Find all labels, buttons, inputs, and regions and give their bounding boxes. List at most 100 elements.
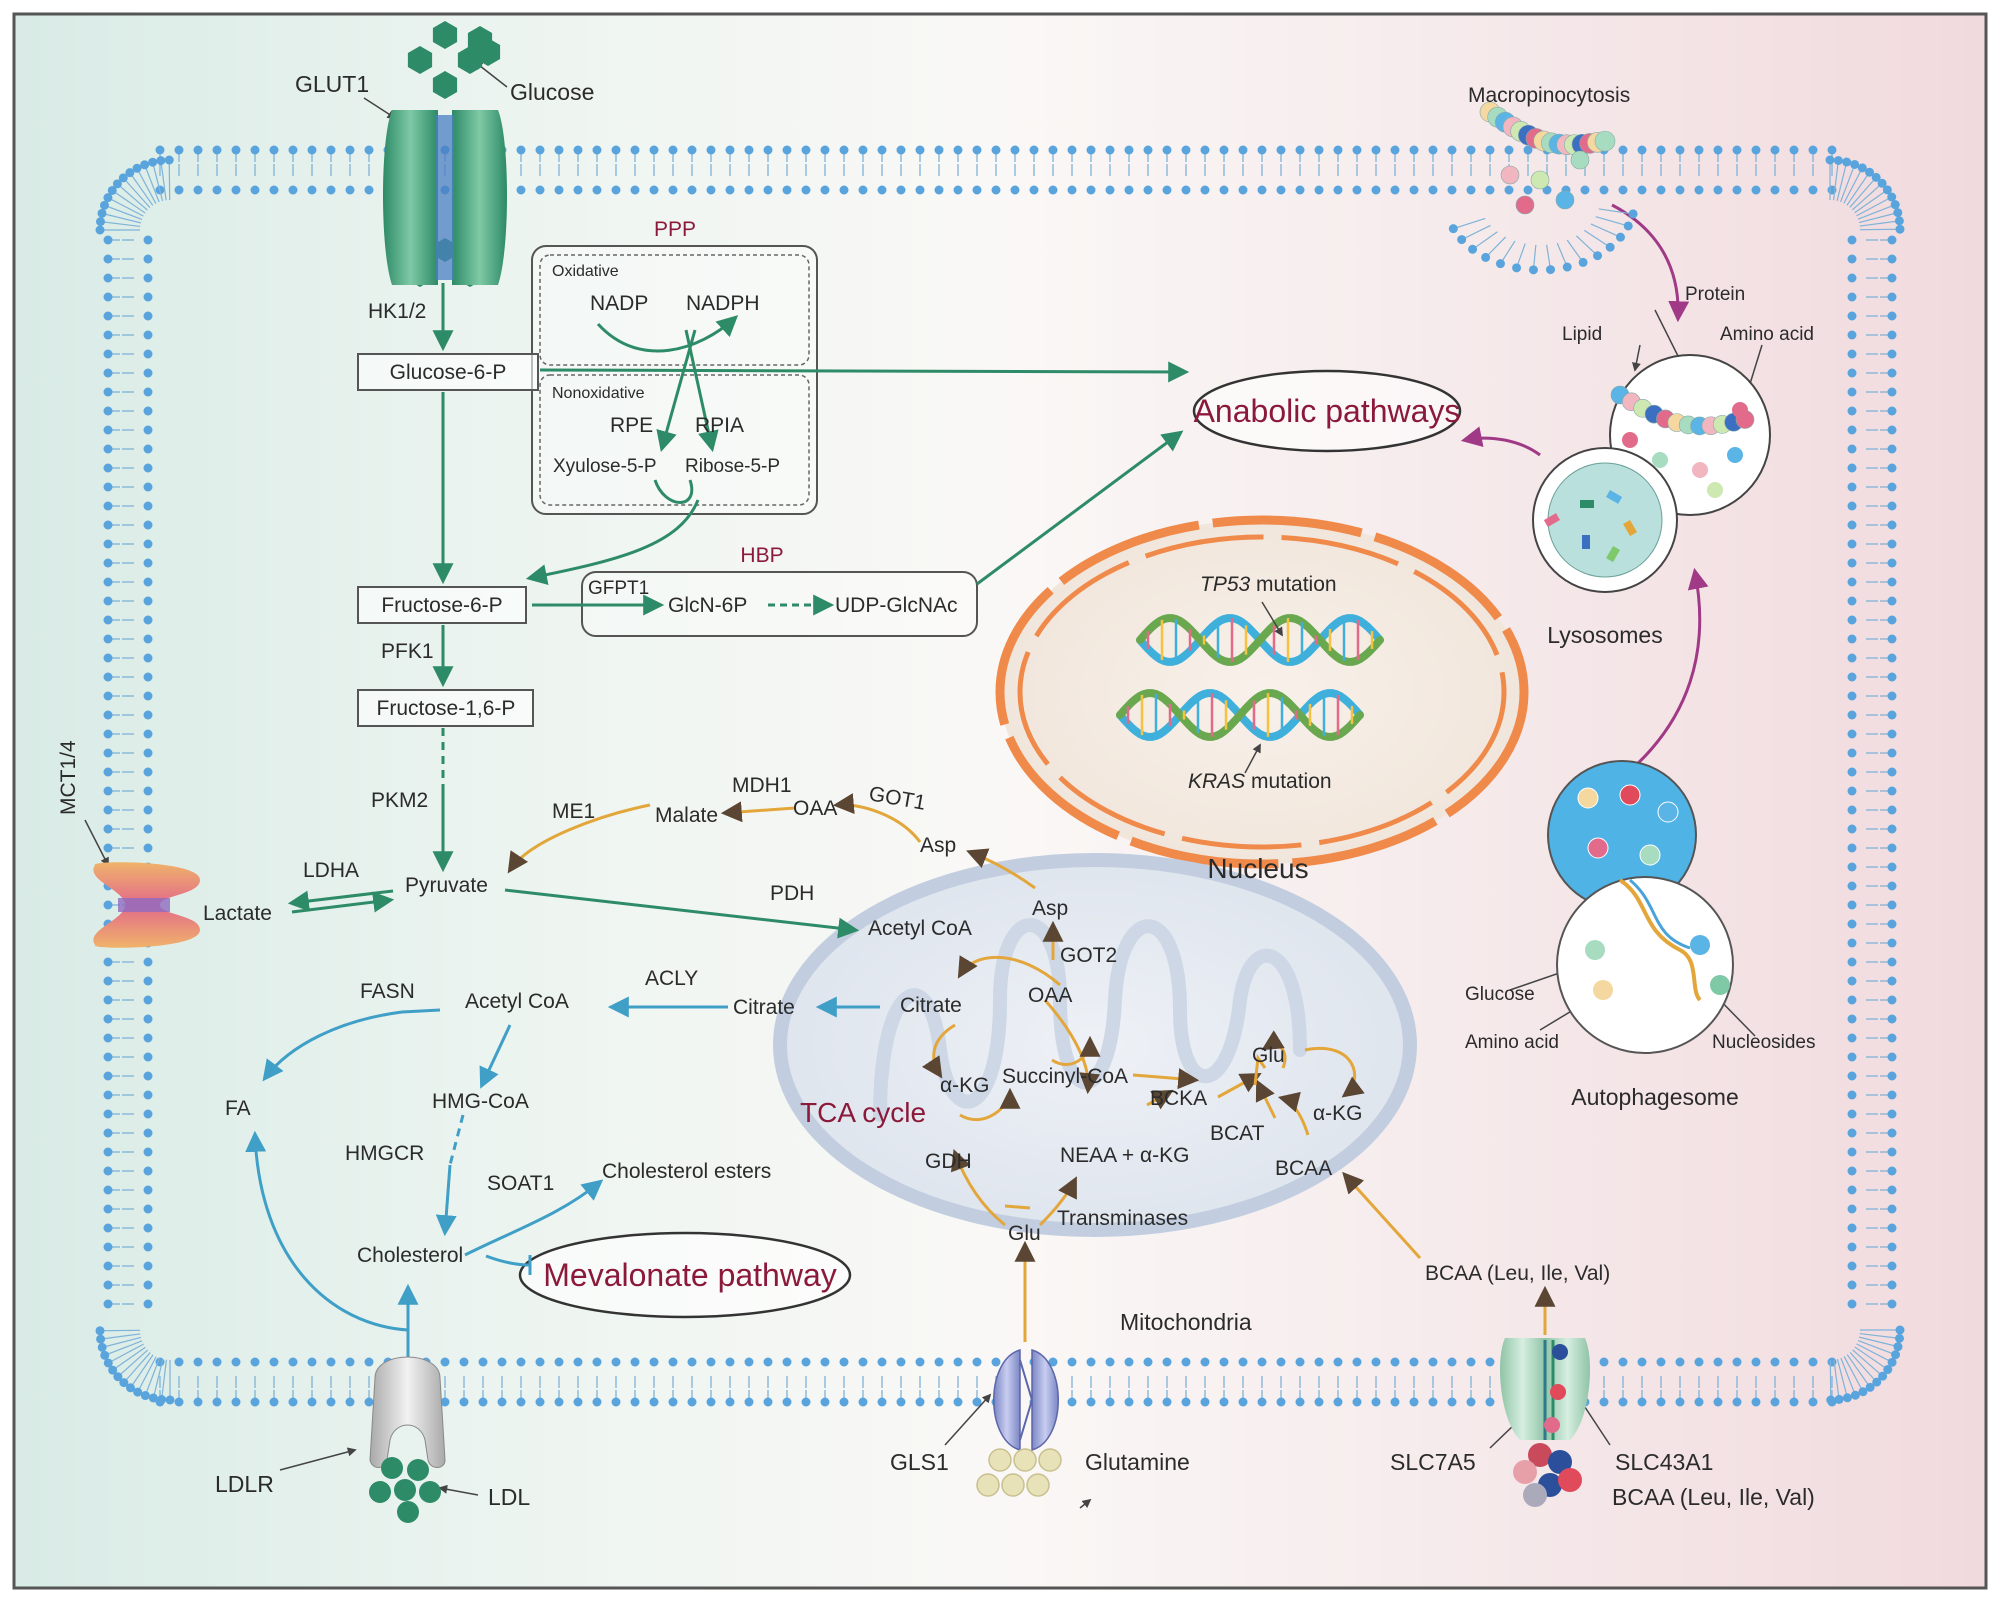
slc7a5-label: SLC7A5 — [1390, 1449, 1476, 1475]
got2-label: GOT2 — [1060, 944, 1117, 967]
gls1-transporter — [993, 1349, 1059, 1451]
asp-mito-label: Asp — [1032, 897, 1068, 920]
ldlr-label: LDLR — [215, 1471, 274, 1497]
malate-label: Malate — [655, 804, 718, 827]
gdh-label: GDH — [925, 1150, 972, 1173]
tca-label: TCA cycle — [800, 1097, 926, 1128]
anabolic-label: Anabolic pathways — [1194, 393, 1461, 429]
lysosomes-label: Lysosomes — [1547, 622, 1662, 648]
lysosome — [1532, 354, 1771, 593]
anabolic-ellipse — [1192, 369, 1462, 453]
pkm-label: PKM2 — [371, 789, 428, 812]
bcat-label: BCAT — [1210, 1122, 1265, 1145]
dna-helix-kras — [1116, 689, 1364, 741]
fasn-label: FASN — [360, 980, 415, 1003]
glu-top-label: Glu — [1252, 1044, 1285, 1067]
mevalonate-ellipse — [518, 1231, 852, 1319]
acetyl-coa-mito-label: Acetyl CoA — [868, 917, 972, 940]
xylulose-label: Xyulose-5-P — [553, 456, 657, 477]
me1-label: ME1 — [552, 800, 595, 823]
glycolysis-arrows — [287, 283, 1190, 939]
macropinocytosis-beads — [1448, 101, 1638, 275]
autophagosome-label: Autophagesome — [1571, 1084, 1739, 1110]
glutamine-label: Glutamine — [1085, 1449, 1190, 1475]
bcaa-molecules — [1513, 1443, 1582, 1507]
ldl-particles — [369, 1457, 441, 1523]
pyruvate-label: Pyruvate — [405, 874, 488, 897]
nonoxidative-label: Nonoxidative — [552, 385, 645, 402]
citrate-cyto-label: Citrate — [733, 996, 795, 1019]
glucose-label: Glucose — [510, 79, 594, 105]
slc43a1-label: SLC43A1 — [1615, 1449, 1713, 1475]
succinyl-label: Succinyl-CoA — [1002, 1065, 1128, 1088]
glucose-auto-label: Glucose — [1465, 984, 1535, 1005]
aminoacid-arrows — [507, 793, 1556, 1342]
glcn6p-label: GlcN-6P — [668, 594, 747, 617]
transaminases-label: Transminases — [1057, 1207, 1188, 1230]
glut1-label: GLUT1 — [295, 71, 369, 97]
mevalonate-label: Mevalonate pathway — [543, 1257, 837, 1293]
pdh-label: PDH — [770, 882, 814, 905]
mdh1-label: MDH1 — [732, 774, 792, 797]
nadp-label: NADP — [590, 292, 648, 315]
glut1-transporter — [383, 110, 507, 285]
ldl-label: LDL — [488, 1484, 530, 1510]
oxidative-label: Oxidative — [552, 263, 619, 280]
cell-background — [12, 12, 1988, 1590]
citrate-mito-label: Citrate — [900, 994, 962, 1017]
ldha-label: LDHA — [303, 859, 359, 882]
pfk-label: PFK1 — [381, 640, 434, 663]
g6p-label: Glucose-6-P — [390, 361, 507, 384]
f16p-label: Fructose-1,6-P — [377, 697, 516, 720]
nucleosides-label: Nucleosides — [1712, 1032, 1816, 1053]
mct-label: MCT1/4 — [57, 740, 80, 815]
nucleus-label: Nucleus — [1207, 853, 1308, 884]
bcaa-cyto-label: BCAA (Leu, Ile, Val) — [1425, 1262, 1610, 1285]
bcaa-mito-label: BCAA — [1275, 1157, 1332, 1180]
cell-membrane — [95, 145, 1905, 1407]
glu-label: Glu — [1008, 1222, 1041, 1245]
acetyl-coa-cyto-label: Acetyl CoA — [465, 990, 569, 1013]
asp-cyto-label: Asp — [920, 834, 956, 857]
kras-label: KRAS mutation — [1188, 770, 1332, 793]
macropinocytosis-label: Macropinocytosis — [1468, 84, 1630, 107]
akg-right-label: α-KG — [1313, 1102, 1362, 1125]
amino-acid-auto-label: Amino acid — [1465, 1032, 1559, 1053]
cholesterol-esters-label: Cholesterol esters — [602, 1160, 771, 1183]
fa-label: FA — [225, 1097, 251, 1120]
gls1-label: GLS1 — [890, 1449, 949, 1475]
lysosome-arrows — [1460, 203, 1709, 777]
f6p-label: Fructose-6-P — [381, 594, 502, 617]
neaa-label: NEAA + α-KG — [1060, 1144, 1189, 1167]
ribose-label: Ribose-5-P — [685, 456, 780, 477]
hk-label: HK1/2 — [368, 300, 426, 323]
lactate-label: Lactate — [203, 902, 272, 925]
ppp-title: PPP — [654, 218, 696, 241]
tp53-label: TP53 mutation — [1200, 573, 1337, 596]
nadph-label: NADPH — [686, 292, 760, 315]
f6p-box — [357, 586, 527, 624]
mitochondria-label: Mitochondria — [1120, 1309, 1252, 1335]
cholesterol-label: Cholesterol — [357, 1244, 463, 1267]
hmg-coa-label: HMG-CoA — [432, 1090, 529, 1113]
protein-label: Protein — [1685, 284, 1745, 305]
rpia-label: RPIA — [695, 414, 744, 437]
gfpt1-label: GFPT1 — [588, 578, 649, 599]
bcaa-out-label: BCAA (Leu, Ile, Val) — [1612, 1484, 1815, 1510]
acly-label: ACLY — [645, 967, 698, 990]
amino-acid-lyso-label: Amino acid — [1720, 324, 1814, 345]
dna-helix-tp53 — [1136, 614, 1384, 666]
slc-transporter — [1500, 1338, 1590, 1440]
autophagosome — [1547, 760, 1734, 1054]
mct-transporter — [93, 862, 200, 948]
lipid-label: Lipid — [1562, 324, 1602, 345]
bcka-label: BCKA — [1150, 1087, 1207, 1110]
oaa-mito-label: OAA — [1028, 984, 1072, 1007]
soat1-label: SOAT1 — [487, 1172, 554, 1195]
akg-label: α-KG — [940, 1074, 989, 1097]
hbp-title: HBP — [740, 544, 783, 567]
g6p-box — [357, 353, 539, 391]
rpe-label: RPE — [610, 414, 653, 437]
f16p-box — [357, 689, 534, 727]
